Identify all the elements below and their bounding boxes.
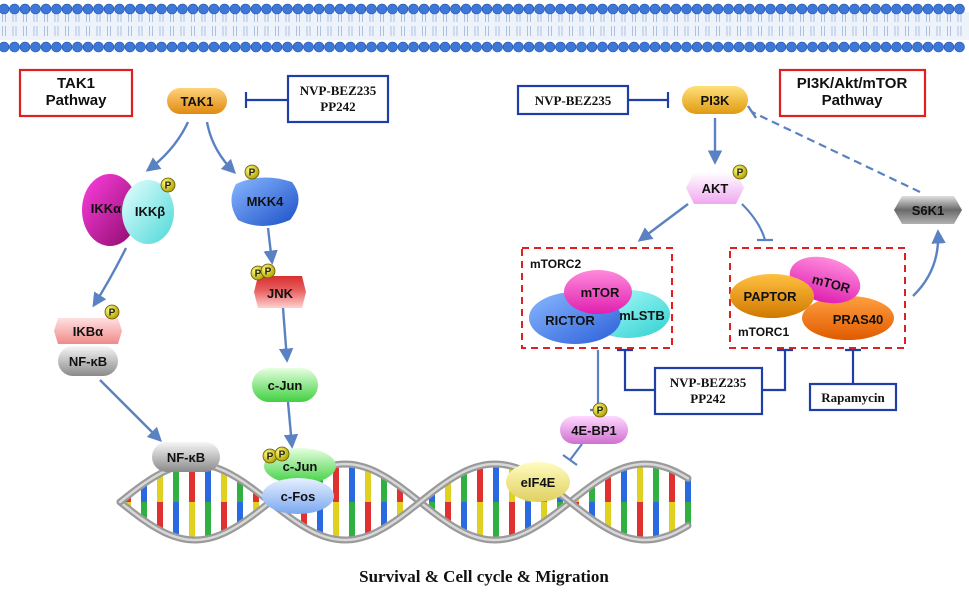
- 4ebp1-eif4e-line: [562, 443, 583, 466]
- pras40-label: PRAS40: [833, 312, 884, 327]
- mtorc1-complex-box: [729, 247, 906, 349]
- phospho-label: P: [165, 181, 172, 192]
- arrow-akt-mtorc2: [637, 203, 689, 242]
- ikk-complex: IKKα IKKβ: [82, 174, 174, 246]
- 4ebp1-label: 4E-BP1: [571, 423, 617, 438]
- phospho-label: P: [597, 406, 604, 417]
- ikkb-protein: [122, 180, 174, 244]
- mlstb-label: mLSTB: [619, 308, 665, 323]
- mtorc2-proteins: mTOR RICTOR mLSTB: [529, 270, 670, 344]
- arrow-tak1-mkk4: [205, 121, 237, 175]
- arrow-tak1-ikk: [145, 121, 190, 172]
- phospho-label: P: [249, 168, 256, 179]
- arrow-jnk-cjun: [278, 307, 294, 363]
- phospho-marker: [732, 164, 748, 180]
- tak1-protein: TAK1: [167, 88, 227, 114]
- ikka-protein: [82, 174, 138, 246]
- phospho-marker: [160, 177, 176, 193]
- mtorc1-proteins: mTOR PAPTOR PRAS40: [730, 256, 894, 340]
- akt-mtorc1-line: [741, 203, 773, 242]
- phospho-label: P: [279, 450, 286, 461]
- ikkb-label: IKKβ: [135, 204, 165, 219]
- cfos-protein: [262, 478, 334, 514]
- activation-arrows: [92, 118, 946, 449]
- 4ebp1-protein: 4E-BP1: [560, 416, 628, 444]
- inhibit-pi3k: [628, 92, 670, 108]
- rictor-label: RICTOR: [545, 313, 595, 328]
- s6k1-label: S6K1: [912, 203, 945, 218]
- rapamycin-box: Rapamycin: [808, 382, 898, 412]
- pi3k-protein: PI3K: [682, 86, 748, 114]
- arrow-mkk4-jnk: [263, 227, 278, 265]
- arrow-ikk-ikba: [92, 247, 128, 308]
- cjun-label-dna: c-Jun: [283, 459, 318, 474]
- eif4e-label: eIF4E: [521, 475, 556, 490]
- cjun-protein-top: c-Jun: [252, 368, 318, 402]
- mtor-c2-protein: [564, 270, 632, 314]
- phospho-marker: [260, 263, 276, 279]
- nfkb-label-top: NF-κB: [69, 354, 107, 369]
- mkk4-protein: MKK4: [231, 177, 299, 226]
- s6k1-protein: S6K1: [894, 196, 962, 224]
- ikba-label: IKBα: [73, 324, 103, 339]
- jnk-protein: JNK: [254, 276, 306, 308]
- nfkb-dna-bound: NF-κB: [152, 442, 220, 472]
- inhibit-tak1: [244, 92, 290, 108]
- phospho-label: P: [267, 452, 274, 463]
- phospho-marker: [274, 446, 290, 462]
- paptor-protein: [730, 274, 814, 318]
- arrow-nfkb-dna: [99, 379, 163, 443]
- pi3k-inhibitor-box: NVP-BEZ235: [516, 84, 630, 116]
- nfkb-label-dna: NF-κB: [167, 450, 205, 465]
- mtorc2-4ebp1-line: [590, 350, 606, 412]
- cell-membrane: [0, 3, 969, 53]
- mkk4-label: MKK4: [247, 194, 285, 209]
- cjun-label-top: c-Jun: [268, 378, 303, 393]
- phospho-label: P: [109, 308, 116, 319]
- arrow-mtorc1-s6k1: [912, 229, 946, 297]
- jnk-label: JNK: [267, 286, 294, 301]
- akt-protein: AKT: [686, 172, 744, 204]
- nfkb-protein-top: [58, 346, 118, 376]
- pi3k-inhibitor-label: NVP-BEZ235: [535, 93, 612, 108]
- eif4e-protein: eIF4E: [506, 462, 570, 502]
- ikba-nfkb-complex: IKBα NF-κB: [54, 318, 122, 376]
- phospho-marker: [592, 402, 608, 418]
- caption: Survival & Cell cycle & Migration: [359, 567, 609, 586]
- phospho-marker: [244, 164, 260, 180]
- phospho-label: P: [255, 269, 262, 280]
- inhibit-mtorc2: [617, 348, 655, 392]
- s6k1-feedback-bar: [747, 105, 757, 119]
- ikka-label: IKKα: [91, 201, 121, 216]
- mtorc1-label: mTORC1: [738, 325, 789, 339]
- phospho-label: P: [265, 267, 272, 278]
- mtorc2-complex-box: [521, 247, 673, 349]
- pi3k-label: PI3K: [701, 93, 731, 108]
- pras40-protein: [802, 296, 894, 340]
- inhibit-rapamycin: [845, 348, 861, 384]
- cfos-label: c-Fos: [281, 489, 316, 504]
- s6k1-feedback-line: [751, 111, 921, 193]
- akt-label: AKT: [702, 181, 729, 196]
- arrow-cjun-dna: [283, 401, 299, 449]
- mtor-c2-label: mTOR: [581, 285, 620, 300]
- paptor-label: PAPTOR: [744, 289, 798, 304]
- inhibit-mtorc1: [762, 348, 793, 392]
- rapamycin-label: Rapamycin: [821, 390, 885, 405]
- dna-helix: [116, 460, 692, 544]
- phospho-marker: [104, 304, 120, 320]
- mtorc2-label: mTORC2: [530, 257, 581, 271]
- tak1-label: TAK1: [181, 94, 214, 109]
- ikba-protein: [54, 318, 122, 344]
- phospho-label: P: [737, 168, 744, 179]
